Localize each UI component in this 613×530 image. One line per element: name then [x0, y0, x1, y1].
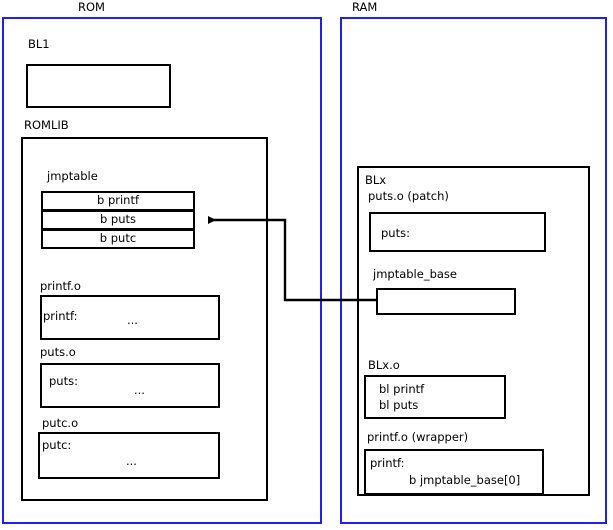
puts-o-body: ...: [134, 383, 145, 397]
puts-o-label: puts.o: [40, 345, 76, 359]
jmptable-row-puts: b puts: [41, 210, 195, 230]
putc-o-label: putc.o: [42, 416, 79, 430]
bl1-label: BL1: [28, 37, 50, 51]
jmptable-base-box: [376, 288, 516, 315]
putc-o-box: putc: ...: [38, 432, 220, 479]
blx-label: BLx: [365, 173, 387, 187]
putc-o-body: ...: [126, 454, 137, 468]
puts-patch-symbol: puts:: [381, 226, 410, 240]
printf-o-label: printf.o: [40, 279, 81, 293]
printf-o-box: printf: ...: [40, 295, 220, 340]
puts-patch-label: puts.o (patch): [368, 189, 449, 203]
puts-o-symbol: puts:: [49, 374, 78, 388]
blx-o-line-1: bl printf: [379, 382, 425, 396]
blx-o-label: BLx.o: [368, 358, 400, 372]
ram-region-label: RAM: [352, 0, 378, 14]
printf-o-body: ...: [127, 313, 138, 327]
putc-o-symbol: putc:: [42, 438, 72, 452]
romlib-label: ROMLIB: [24, 118, 69, 132]
printf-wrapper-instruction: b jmptable_base[0]: [409, 473, 521, 487]
printf-o-symbol: printf:: [43, 309, 78, 323]
printf-wrapper-label: printf.o (wrapper): [367, 430, 469, 444]
puts-o-box: puts: ...: [40, 363, 220, 408]
jmptable-label: jmptable: [47, 169, 98, 183]
puts-patch-box: puts:: [369, 212, 546, 252]
jmptable-row-putc: b putc: [41, 229, 195, 249]
printf-wrapper-box: printf: b jmptable_base[0]: [364, 449, 544, 495]
jmptable-base-label: jmptable_base: [373, 267, 457, 281]
jmptable-row-printf: b printf: [41, 191, 195, 211]
blx-o-box: bl printf bl puts: [364, 375, 506, 419]
rom-region-label: ROM: [78, 0, 105, 14]
printf-wrapper-symbol: printf:: [370, 456, 405, 470]
bl1-box: [26, 64, 171, 108]
blx-o-line-2: bl puts: [379, 398, 419, 412]
